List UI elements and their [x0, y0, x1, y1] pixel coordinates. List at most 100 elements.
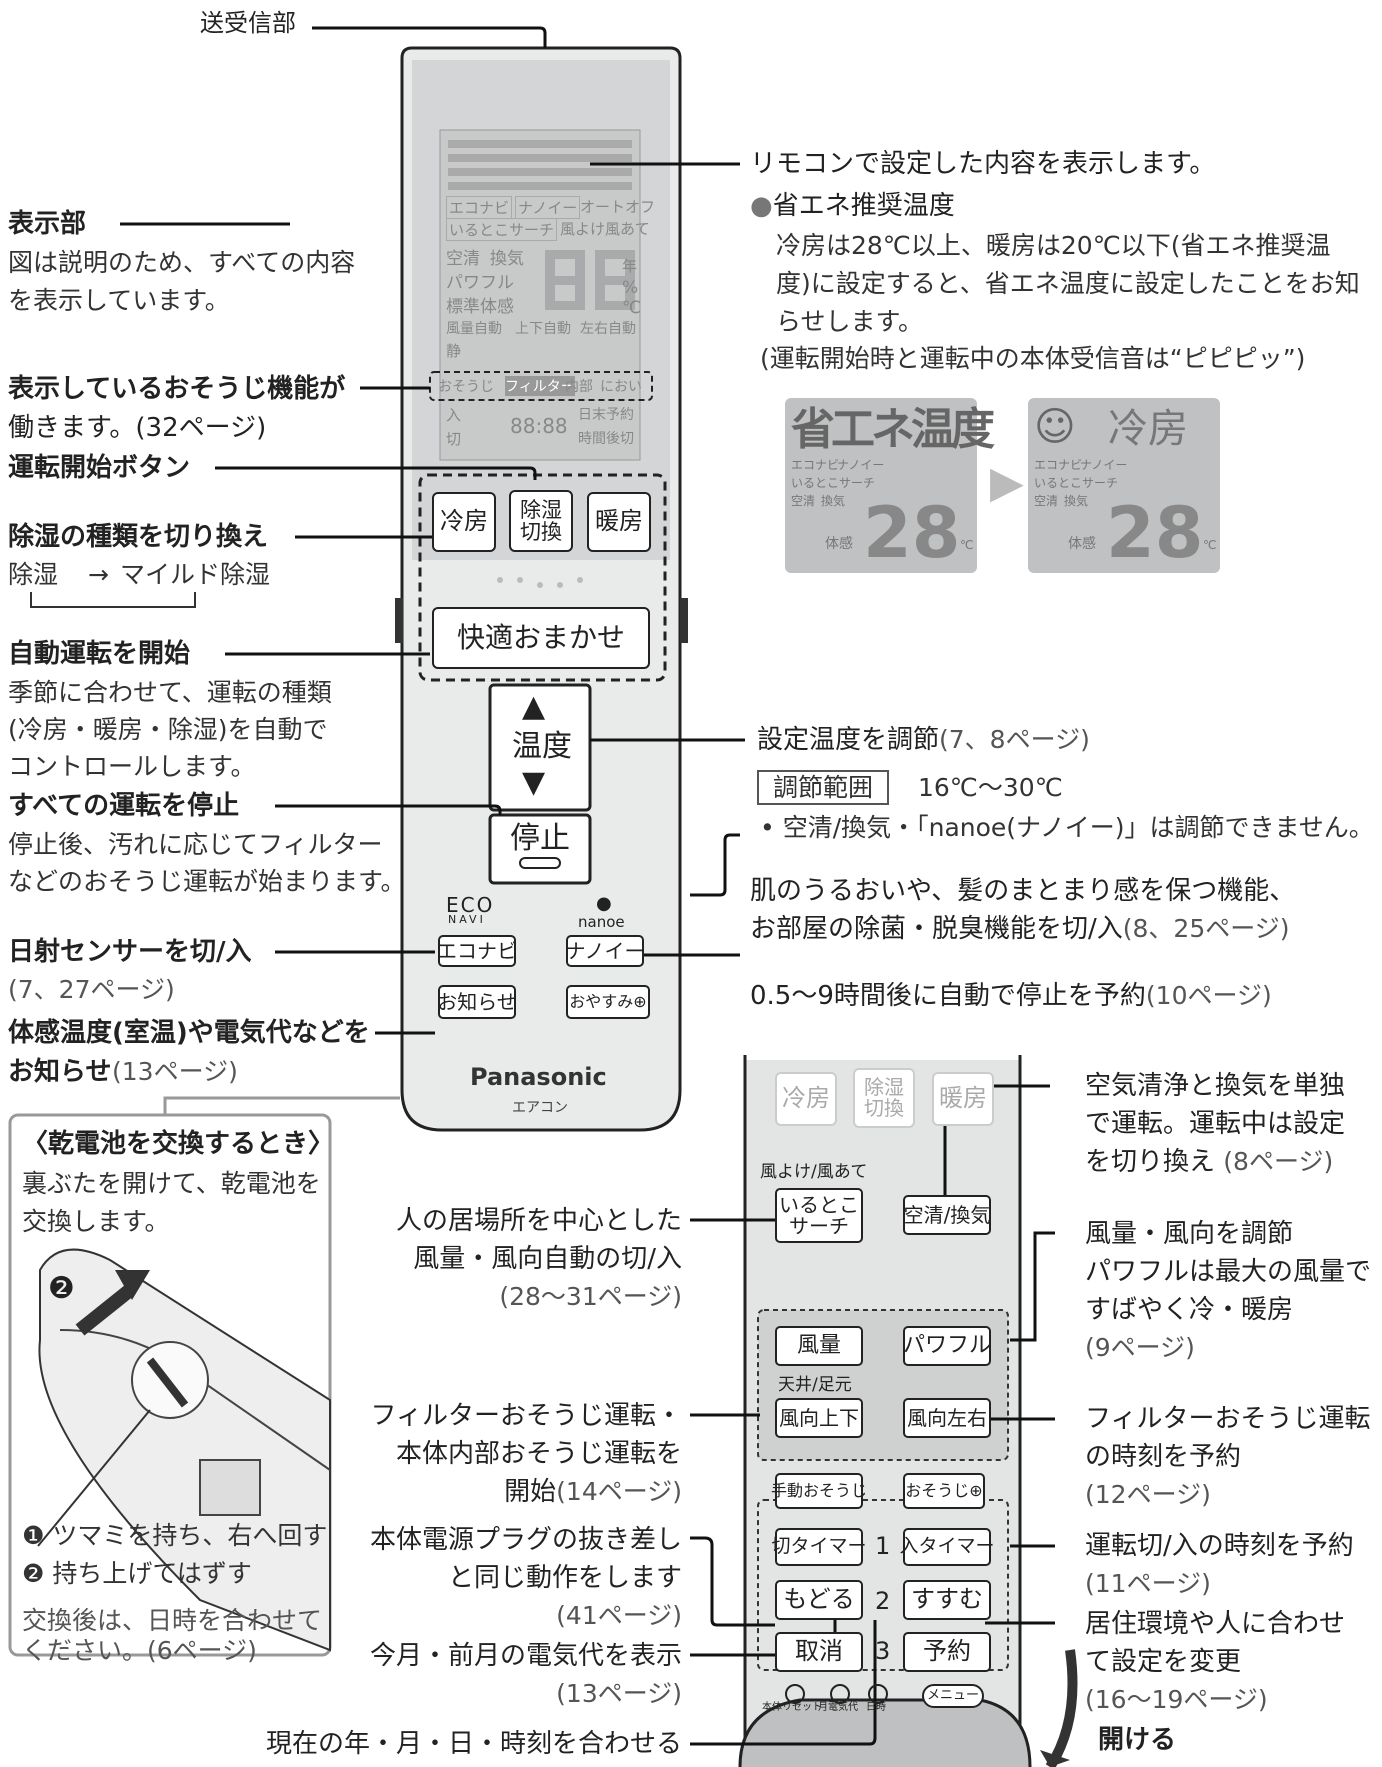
lcd-a-unit: ℃ [960, 538, 974, 552]
stop-button[interactable]: 停止 [510, 821, 570, 856]
reset-label: 本体リセット [762, 1702, 822, 1713]
dehumid-switch-button[interactable]: 除湿 切換 [509, 490, 573, 552]
step2-marker-icon: ❷ [48, 1271, 75, 1306]
notify-title-1: 体感温度(室温)や電気代などを [8, 1018, 370, 1048]
lcd-b-big: 冷房 [1108, 406, 1188, 452]
notify-button[interactable]: お知らせ [437, 985, 517, 1019]
lcd-a-row3-0: 空清 [791, 494, 816, 508]
cancel-button[interactable]: 取消 [775, 1632, 863, 1672]
num-1: 1 [875, 1532, 891, 1560]
inner-cool-button[interactable]: 冷房 [775, 1072, 837, 1126]
inner-right-a2: で運転。運転中は設定 [1085, 1109, 1346, 1139]
inner-dehumid-button[interactable]: 除湿切換 [853, 1068, 915, 1128]
vert-button[interactable]: 風向上下 [775, 1398, 863, 1438]
inner-right-c2: の時刻を予約 [1085, 1442, 1242, 1472]
inner-left-a3: (28〜31ページ) [499, 1282, 682, 1311]
temp-up-icon[interactable]: ▲ [522, 689, 546, 724]
heat-button[interactable]: 暖房 [587, 492, 651, 552]
auto-desc-1: 季節に合わせて、運転の種類 [8, 678, 332, 707]
powerful-button[interactable]: パワフル [903, 1326, 991, 1366]
lcd-b-row2: いるとこサーチ [1034, 476, 1119, 490]
lcd-a-temp: 28 [863, 492, 961, 574]
inner-right-d2: (11ページ) [1085, 1569, 1211, 1598]
temp-down-icon[interactable]: ▼ [522, 765, 546, 800]
battery-desc-1: 裏ぶたを開けて、乾電池を [22, 1169, 321, 1198]
lcd-b-row3-1: 換気 [1064, 494, 1089, 508]
inner-right-e3: (16〜19ページ) [1085, 1685, 1268, 1714]
arrow-next-icon: ▶ [990, 457, 1024, 508]
ceiling-label: 天井/足元 [778, 1375, 852, 1395]
range-note: • 空清/換気・「nanoe(ナノイー)」は調節できません。 [760, 813, 1374, 842]
brand-logo: Panasonic [470, 1063, 607, 1091]
clock-icon: ⊕ [969, 1480, 983, 1500]
inner-left-b1: フィルターおそうじ運転・ [370, 1401, 682, 1431]
inner-right-a1: 空気清浄と換気を単独 [1085, 1071, 1346, 1101]
dehumid-to: マイルド除湿 [120, 560, 271, 589]
battery-title: 〈乾電池を交換するとき〉 [22, 1129, 335, 1159]
clean-timer-button[interactable]: おそうじ⊕ [903, 1473, 985, 1509]
lcd-osouji: おそうじ [438, 379, 494, 395]
reset-button[interactable] [785, 1684, 805, 1704]
month-label: 月電気代 [818, 1702, 858, 1713]
sleep-button[interactable]: おやすみ⊕ [566, 985, 650, 1019]
lcd-on: 入 [446, 406, 462, 424]
inner-left-d1: 今月・前月の電気代を表示 [369, 1641, 682, 1671]
month-button[interactable] [830, 1684, 850, 1704]
inner-right-c3: (12ページ) [1085, 1480, 1211, 1509]
clean-func-2: 働きます。(32ページ) [8, 413, 267, 443]
nanoe-logo: nanoe [578, 913, 625, 931]
lcd-after: 時間後切 [578, 431, 634, 447]
clock-icon: ⊕ [633, 991, 647, 1011]
lcd-b-row3-0: 空清 [1034, 494, 1059, 508]
inner-heat-button[interactable]: 暖房 [932, 1072, 994, 1126]
sleep-label: おやすみ [569, 991, 634, 1011]
manual-clean-button[interactable]: 手動おそうじ [771, 1473, 867, 1509]
lcd-off: 切 [446, 430, 462, 448]
menu-button[interactable]: メニュー [922, 1684, 984, 1708]
product-name: エアコン [512, 1100, 568, 1116]
lcd-b-unit: ℃ [1203, 538, 1217, 552]
lcd-a-row1-1: ナノイー [837, 458, 885, 472]
display-desc-2: を表示しています。 [8, 286, 230, 315]
cool-button[interactable]: 冷房 [432, 492, 496, 552]
cycle-arrow [30, 592, 196, 608]
fan-button[interactable]: 風量 [775, 1326, 863, 1366]
auto-button[interactable]: 快適おまかせ [432, 607, 650, 669]
lcd-ud-auto: 上下自動 [515, 321, 571, 337]
forward-button[interactable]: すすむ [903, 1580, 991, 1620]
auto-desc-2: (冷房・暖房・除湿)を自動で [8, 715, 328, 744]
num-3: 3 [875, 1637, 891, 1665]
econavi-button[interactable]: エコナビ [437, 935, 517, 967]
battery-desc-2: 交換します。 [22, 1207, 170, 1236]
eco-temp-desc-4: (運転開始時と運転中の本体受信音は“ピピピッ”) [760, 344, 1306, 373]
reserve-button[interactable]: 予約 [903, 1632, 991, 1672]
back-button[interactable]: もどる [775, 1580, 863, 1620]
dehumid-title: 除湿の種類を切り換え [8, 522, 269, 552]
auto-title: 自動運転を開始 [8, 639, 191, 669]
inner-left-a2: 風量・風向自動の切/入 [413, 1244, 682, 1274]
nanoe-button[interactable]: ナノイー [566, 935, 645, 967]
nanoe-desc-1: 肌のうるおいや、髪のまとまり感を保つ機能、 [750, 876, 1296, 906]
lcd-eco-temp: 省工ネ温度 エコナビ ナノイー いるとこサーチ 空清 換気 体感 28 ℃ [785, 398, 995, 574]
date-button[interactable] [868, 1684, 888, 1704]
irutoko-button[interactable]: いるとこサーチ [775, 1188, 863, 1243]
on-timer-button[interactable]: 入タイマー [900, 1528, 995, 1566]
inner-left-c1: 本体電源プラグの抜き差し [369, 1525, 682, 1555]
lcd-year: 年 [622, 257, 638, 275]
lcd-cool: ☺ 冷房 エコナビ ナノイー いるとこサーチ 空清 換気 体感 28 ℃ [1028, 398, 1220, 574]
battery-after-1: 交換後は、日時を合わせて [22, 1606, 323, 1635]
inner-left-d2: (13ページ) [556, 1679, 682, 1708]
lcd-timer-time: 88:88 [510, 414, 568, 438]
off-timer-button[interactable]: 切タイマー [772, 1528, 867, 1566]
air-clean-button[interactable]: 空清/換気 [903, 1195, 991, 1235]
inner-right-a3: を切り換え (8ページ) [1085, 1147, 1334, 1177]
stop-title: すべての運転を停止 [8, 791, 240, 821]
lcd-a-row1-0: エコナビ [791, 458, 840, 472]
lcd-a-feel: 体感 [825, 536, 853, 552]
lcd-kusei: 空清 [446, 249, 480, 269]
display-desc: リモコンで設定した内容を表示します。 [750, 149, 1216, 179]
lcd-quiet: 静 [446, 342, 462, 360]
horiz-button[interactable]: 風向左右 [903, 1398, 991, 1438]
start-button-label: 運転開始ボタン [8, 453, 191, 483]
lcd-irutoko: いるとこサーチ [446, 218, 558, 241]
